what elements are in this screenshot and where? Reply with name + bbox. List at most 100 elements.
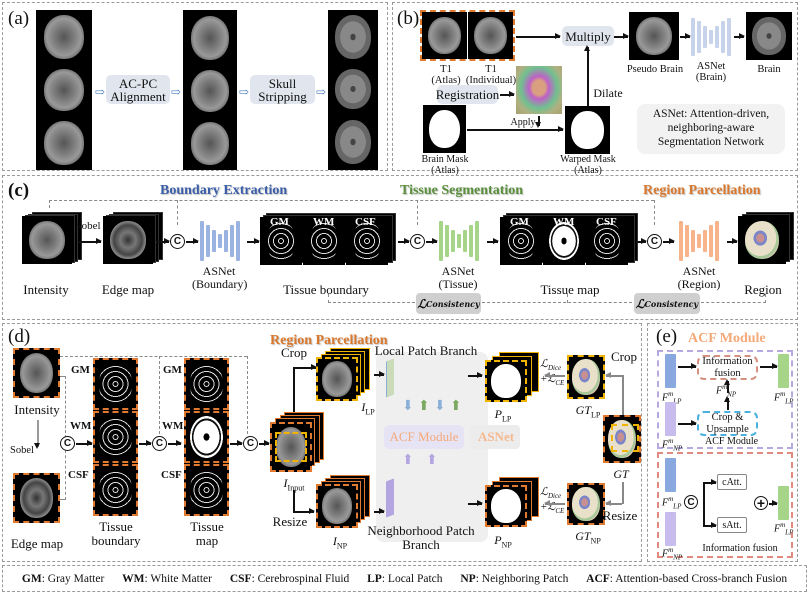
- t1-to-multiply-arrow: [516, 33, 561, 39]
- f-np-label: FmNP: [662, 437, 683, 453]
- boundary-to-concat-arrow: [139, 440, 152, 446]
- gt-crop-arrow: [606, 375, 622, 377]
- d-intensity-label: Intensity: [14, 402, 60, 417]
- t1-individual-image: [468, 12, 513, 59]
- acf-module-label: ACF Module: [389, 429, 459, 444]
- f-lp-block: [665, 354, 676, 388]
- boundary-to-concat-arrow: [398, 238, 410, 244]
- gt-image: [603, 415, 641, 463]
- tissue-boundary-label: Tissue boundary: [283, 282, 369, 297]
- csf-tag: CSF: [596, 216, 617, 228]
- concat-icon: C: [152, 436, 167, 451]
- resize-label: Resize: [272, 514, 308, 529]
- abbreviation-legend: GM: Gray Matter WM: White Matter CSF: Ce…: [2, 565, 807, 592]
- skip-connection-line: [60, 356, 247, 357]
- raw-mri-column: [36, 10, 92, 170]
- edge-map-label: Edge map: [101, 282, 155, 297]
- asnet-region-label: ASNet (Region): [677, 264, 721, 291]
- skip-connection-drop: [417, 200, 418, 225]
- to-satt-arrow: [703, 522, 717, 528]
- skip-connection-drop: [654, 200, 655, 225]
- upsample-to-fnp-arrow: [724, 396, 730, 410]
- gtlp-to-loss-arrow: [545, 375, 565, 377]
- add-to-output-arrow: [769, 500, 778, 506]
- fusion-to-output-arrow: [760, 363, 778, 369]
- acf-module-caption: ACF Module: [705, 436, 759, 447]
- local-patch-branch-label: Local Patch Branch: [374, 343, 478, 358]
- pseudo-to-asnet-arrow: [680, 33, 691, 39]
- fnp-to-crop-arrow: [678, 420, 697, 426]
- concat-icon: C: [60, 436, 75, 451]
- panel-b: [392, 2, 798, 171]
- raw-axial-image: [36, 10, 92, 64]
- raw-coronal-image: [36, 116, 92, 170]
- i-np-stack: [316, 475, 374, 530]
- acf-up-arrow-icon: ⬆: [418, 399, 430, 414]
- region-label: Region: [744, 282, 782, 297]
- acf-down-arrow-icon: ⬇: [402, 399, 414, 414]
- edge-to-concat-arrow: [156, 238, 170, 244]
- inp-to-branch-arrow: [374, 508, 385, 514]
- asnet-region-network: [679, 221, 719, 261]
- asnet-boundary-label: ASNet (Boundary): [192, 264, 248, 291]
- d-tissue-map-column: [184, 358, 229, 516]
- gm-tag: GM: [270, 216, 289, 228]
- f-np-intermediate-label: FmNP: [716, 383, 737, 399]
- deformation-field-image: [516, 66, 562, 114]
- wm-tag: WM: [553, 216, 575, 228]
- region-parcellation-title: Region Parcellation: [270, 333, 388, 348]
- flp-to-fusion-arrow: [678, 363, 697, 369]
- neighborhood-patch-branch-label: Neighborhood Patch Branch: [367, 523, 475, 552]
- crop-upsample-box: Crop & Upsample: [697, 411, 758, 436]
- boundary-extraction-title: Boundary Extraction: [160, 183, 288, 198]
- tissue-map-label: Tissue map: [540, 282, 600, 297]
- legend-item-lp: LP: Local Patch: [367, 572, 443, 585]
- skip-connection-drop: [247, 356, 248, 434]
- f-np-block: [665, 512, 676, 546]
- aligned-sagittal-image: [183, 65, 237, 117]
- d-tissue-boundary-label: Tissue boundary: [91, 519, 141, 548]
- sobel-arrow: [79, 238, 102, 244]
- ilp-to-branch-arrow: [374, 371, 385, 377]
- gt-crop-region: [611, 424, 639, 452]
- acf-down-arrow-icon: ⬇: [434, 399, 446, 414]
- acf-up-arrow-icon: ⬆: [450, 399, 462, 414]
- stripped-axial-image: [328, 10, 378, 64]
- concat-to-boundary-arrow: [76, 440, 93, 446]
- concat-icon: C: [410, 234, 425, 249]
- tissue-map-to-concat-arrow: [636, 238, 647, 244]
- d-tissue-map-label: Tissue map: [190, 519, 224, 548]
- branch-to-pnp-arrow: [468, 500, 483, 506]
- f-lp-output-label: FmLP: [774, 390, 794, 406]
- panel-e-label: (e): [656, 326, 678, 347]
- asnet-definition-note: ASNet: Attention-driven, neighboring-awa…: [637, 104, 785, 154]
- p-lp-label: PLP: [494, 407, 512, 424]
- p-np-stack: [485, 477, 543, 529]
- acf-up-arrow-icon: ⬆: [426, 453, 438, 468]
- f-lp-output-block: [778, 354, 789, 388]
- f-lp-block: [665, 458, 676, 492]
- pseudo-brain-image: [629, 12, 679, 60]
- registration-box: Registration: [435, 85, 500, 104]
- hollow-arrow-icon: ⇨: [95, 85, 106, 99]
- crop-arrow: [293, 364, 317, 370]
- legend-item-acf: ACF: Attention-based Cross-branch Fusion: [586, 572, 788, 585]
- legend-item-csf: CSF: Cerebrospinal Fluid: [229, 572, 350, 585]
- tissue-map-stack: GM WM CSF: [500, 213, 640, 265]
- neighborhood-patch-branch-blocks: [386, 476, 466, 520]
- hollow-arrow-icon: ⇨: [239, 85, 250, 99]
- legend-item-np: NP: Neighboring Patch: [460, 572, 569, 585]
- i-input-label: IInput: [283, 476, 305, 493]
- gt-lp-label: GTLP: [575, 403, 601, 420]
- gm-tag: GM: [163, 364, 182, 376]
- csf-tag: CSF: [355, 216, 376, 228]
- concat-icon: C: [170, 234, 185, 249]
- add-icon: +: [754, 495, 768, 511]
- f-lp-label: FmLP: [662, 390, 682, 406]
- input-stack: [270, 412, 326, 474]
- mask-to-warped-arrow: [467, 126, 564, 132]
- consistency-link: [328, 294, 329, 303]
- p-np-label: PNP: [494, 533, 512, 550]
- skip-connection-drop: [177, 200, 178, 225]
- acf-module-title: ACF Module: [688, 331, 766, 346]
